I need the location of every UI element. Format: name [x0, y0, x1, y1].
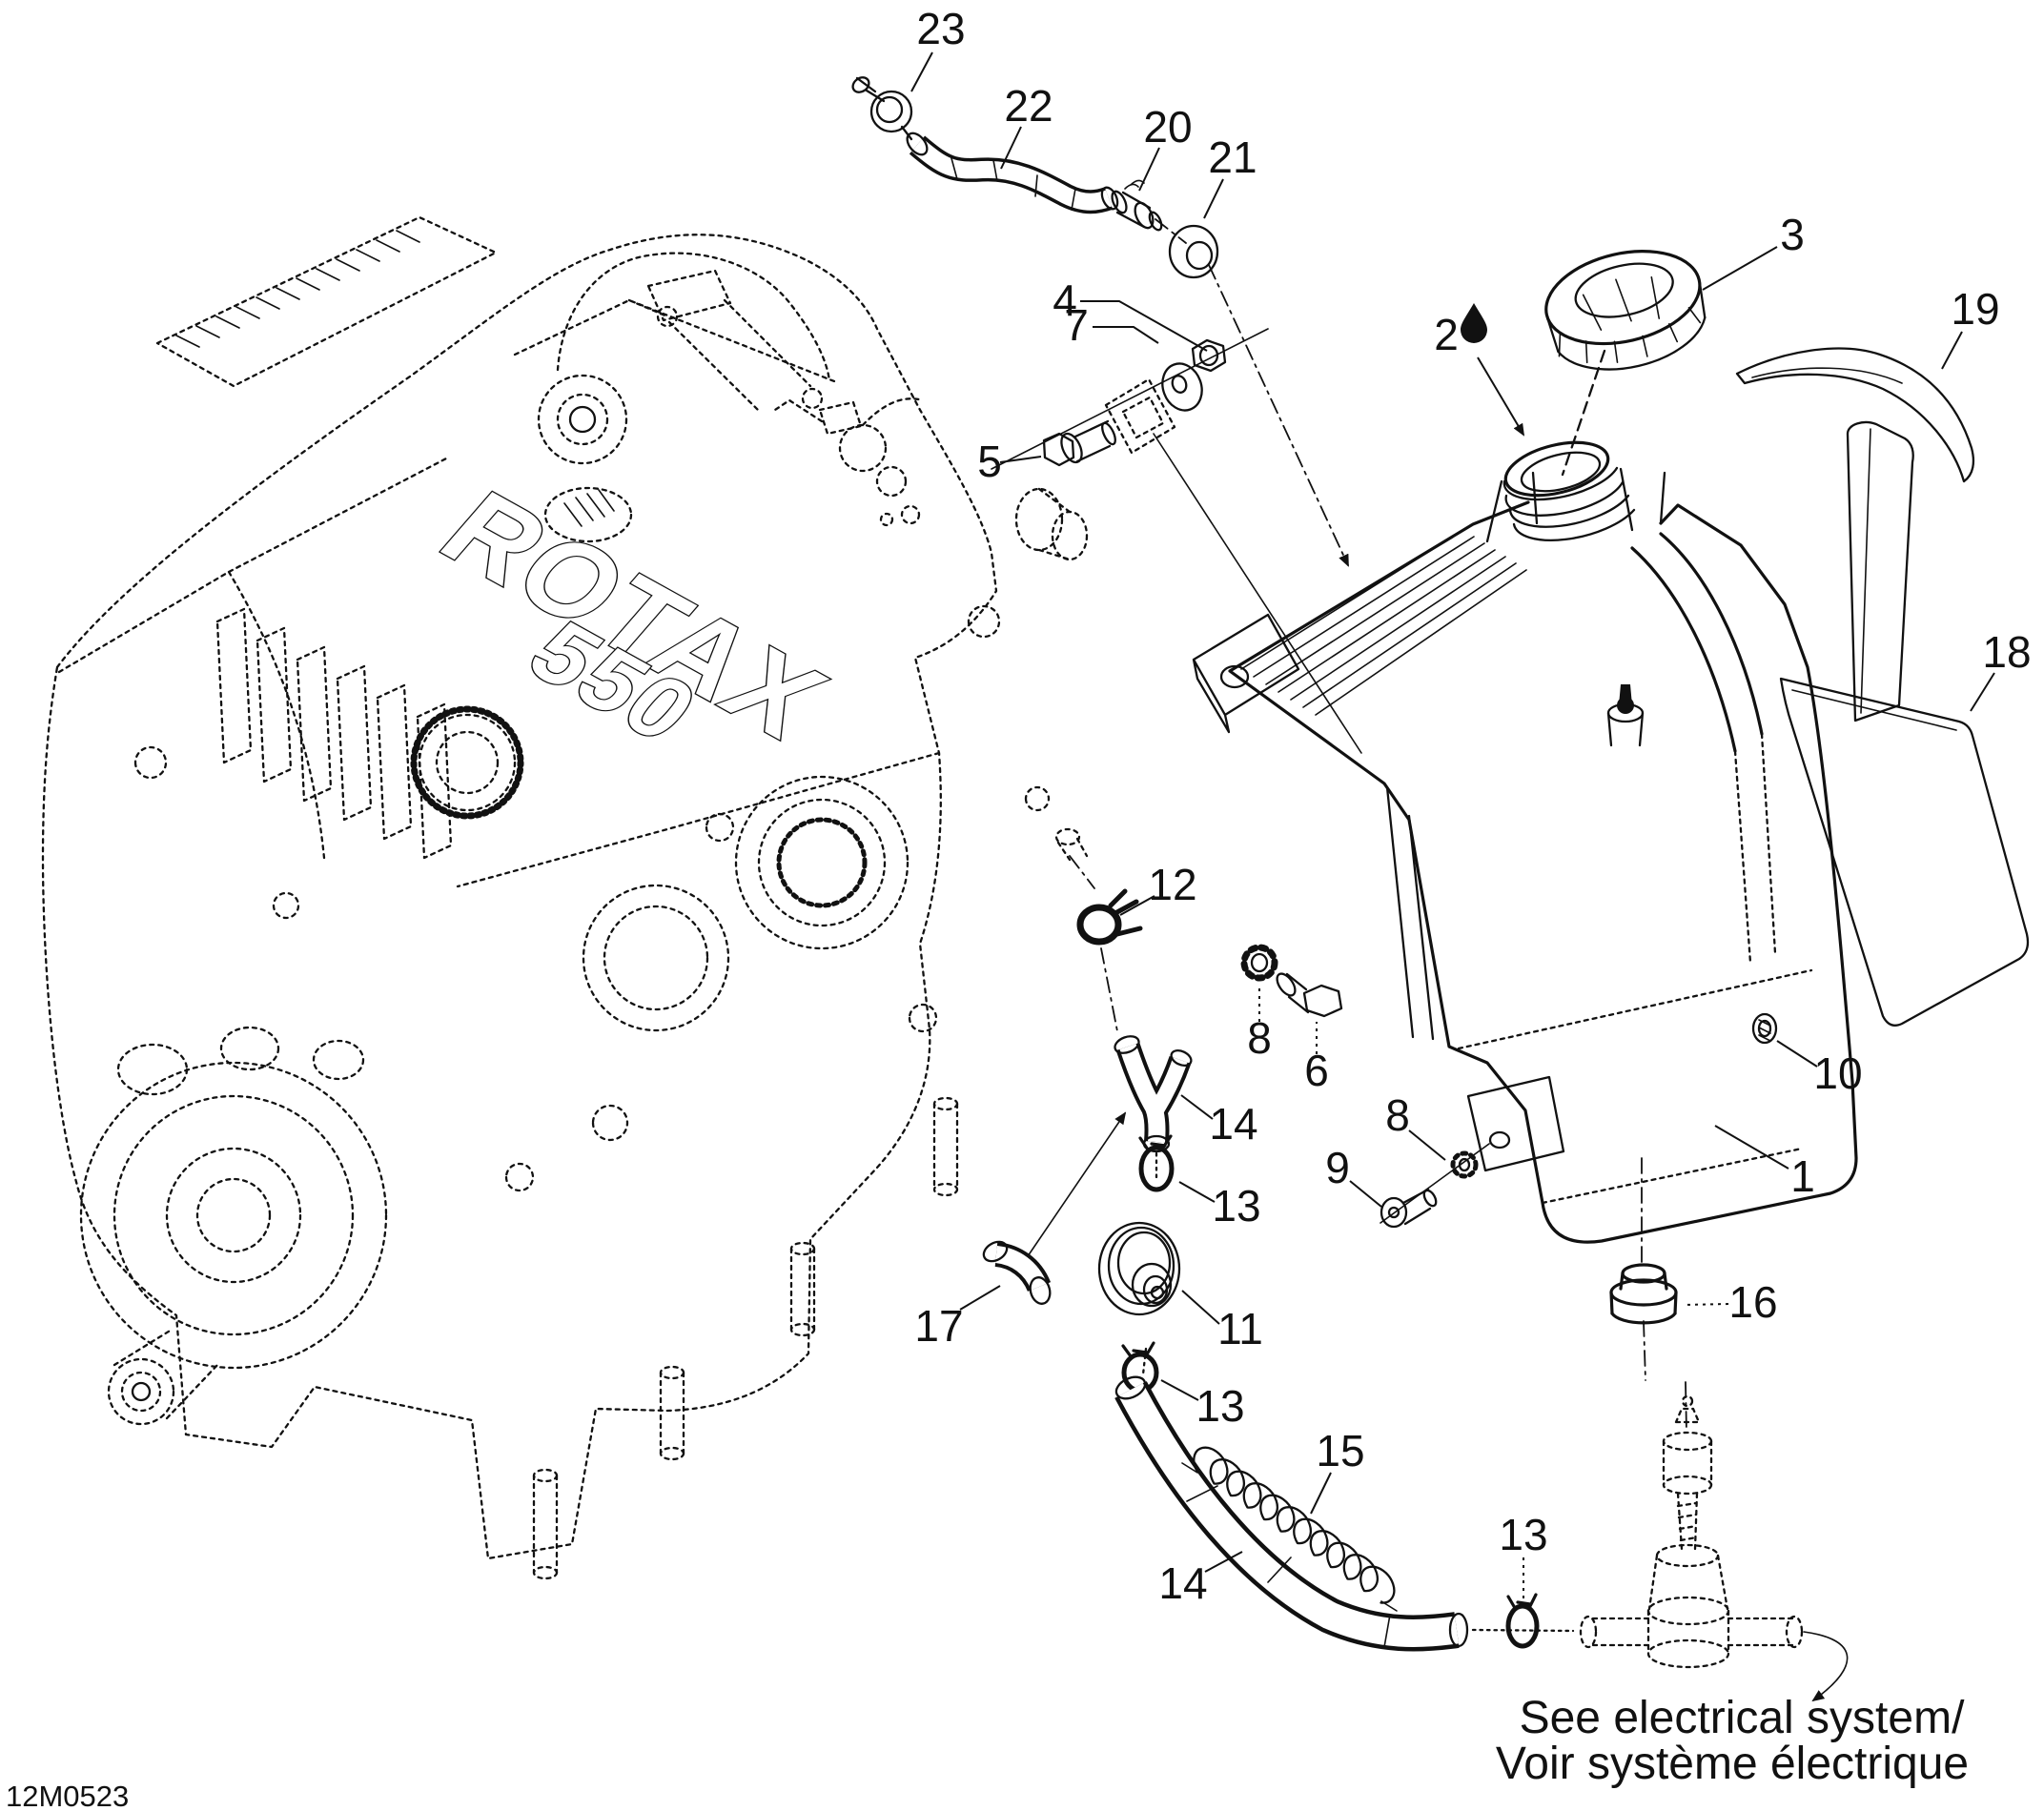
star-washer-8b [1450, 1150, 1479, 1179]
tank-mount-hardware [991, 328, 1362, 754]
socket-bolt-9 [1380, 1188, 1438, 1229]
leader-line-13 [1178, 1181, 1216, 1203]
elbow-fitting-17 [982, 1111, 1127, 1305]
callout-21: 21 [1208, 132, 1257, 182]
engine-illustration: ROTAX 550 [41, 215, 1089, 1580]
hose-clamp-13b [1121, 1341, 1159, 1394]
leader-line-11 [1181, 1290, 1220, 1325]
leader-line-14 [1204, 1551, 1243, 1573]
nut-4 [1191, 338, 1227, 373]
see-electrical-arrow [1803, 1631, 1849, 1702]
engine-outlet-fitting [1054, 827, 1089, 862]
leader-line-12 [1119, 895, 1155, 916]
callout-17: 17 [914, 1301, 963, 1351]
grommet-10 [1751, 1012, 1778, 1045]
callout-2: 2 [1434, 310, 1459, 359]
leader-line-17 [959, 1285, 1001, 1311]
leader-line-3 [1702, 246, 1778, 291]
side-panel-18 [1779, 420, 2030, 1027]
callout-6: 6 [1304, 1046, 1329, 1095]
callout-19: 19 [1951, 284, 1999, 334]
hose-axis-centerline [1155, 218, 1348, 565]
drawing-code: 12M0523 [6, 1780, 129, 1811]
star-washer-8a [1240, 944, 1278, 982]
leader-line-1 [1714, 1125, 1789, 1170]
callout-13: 13 [1499, 1510, 1547, 1559]
grommet-21 [1168, 224, 1219, 279]
callout-14: 14 [1209, 1099, 1257, 1149]
hose-clamp-13a [1138, 1134, 1175, 1192]
hose-to-valve-link [1471, 1628, 1575, 1633]
callout-16: 16 [1728, 1277, 1777, 1327]
callout-5: 5 [977, 437, 1002, 486]
leader-line-2 [1477, 356, 1525, 437]
oil-pump [770, 397, 1089, 561]
callout-15: 15 [1316, 1426, 1364, 1475]
oil-level-sensor [1579, 1381, 1804, 1669]
callout-9: 9 [1325, 1143, 1350, 1192]
leader-line-16 [1683, 1303, 1729, 1306]
leader-line-22 [1000, 126, 1022, 170]
lower-hose-14 [1114, 1375, 1469, 1652]
leader-line-15 [1310, 1472, 1332, 1515]
callout-3: 3 [1780, 210, 1805, 259]
leader-line-14 [1180, 1094, 1214, 1120]
callout-13: 13 [1196, 1381, 1244, 1431]
gear-emblem-icon [410, 705, 524, 820]
bushing-16 [1609, 1157, 1678, 1381]
note-see-electrical-en: See electrical system/ [1520, 1693, 1965, 1743]
callout-11: 11 [1217, 1304, 1263, 1353]
oil-tank [1192, 440, 1858, 1244]
hex-bolt-6 [1276, 972, 1343, 1018]
mount-plate [1104, 377, 1176, 455]
callout-13: 13 [1212, 1181, 1260, 1231]
retainer-strap-19 [1735, 347, 1975, 483]
vent-hose-assembly [851, 76, 1348, 565]
hose-clamp-13c [1505, 1593, 1540, 1649]
leader-line-7 [1093, 326, 1159, 344]
oil-drop-icon [1461, 303, 1487, 343]
leader-line-10 [1776, 1040, 1818, 1068]
leader-line-19 [1941, 331, 1963, 370]
callout-8: 8 [1247, 1013, 1272, 1063]
engine-studs [532, 1096, 959, 1580]
leader-line-4 [1080, 300, 1208, 352]
leader-line-13 [1160, 1379, 1199, 1401]
engine-outline [41, 234, 998, 1560]
callout-18: 18 [1982, 627, 2031, 677]
note-see-electrical-fr: Voir système électrique [1496, 1739, 1969, 1789]
callout-20: 20 [1143, 102, 1192, 152]
tank-top-boss [1606, 684, 1645, 747]
washer-7 [1161, 362, 1203, 412]
callout-10: 10 [1813, 1048, 1862, 1098]
tank-mount-tab [1192, 613, 1300, 734]
callout-7: 7 [1064, 300, 1089, 350]
cap-axis [1561, 349, 1606, 477]
inline-filter-11 [1097, 1221, 1181, 1376]
y-hose-14 [1114, 1035, 1193, 1184]
callout-4: 4 [1053, 275, 1077, 325]
fitting-20 [1111, 179, 1163, 232]
leader-line-8 [1408, 1129, 1446, 1161]
tank-outline [1228, 500, 1858, 1244]
filler-cap [1544, 250, 1707, 371]
callout-12: 12 [1148, 860, 1196, 909]
check-valve-23 [851, 76, 913, 141]
callout-22: 22 [1004, 81, 1053, 131]
callout-23: 23 [916, 4, 965, 53]
callout-8: 8 [1385, 1090, 1410, 1140]
coiled-wire-15 [1181, 1446, 1398, 1612]
leader-line-9 [1349, 1180, 1382, 1208]
hose-clamp-12 [1069, 855, 1143, 1032]
leader-line-18 [1970, 672, 1995, 712]
leader-line-21 [1203, 178, 1224, 219]
leader-line-20 [1138, 147, 1160, 192]
leader-line-5 [999, 456, 1042, 463]
leader-line-23 [910, 51, 933, 92]
bolt-5 [1042, 419, 1116, 467]
callout-1: 1 [1790, 1151, 1815, 1201]
callout-14: 14 [1158, 1558, 1207, 1608]
